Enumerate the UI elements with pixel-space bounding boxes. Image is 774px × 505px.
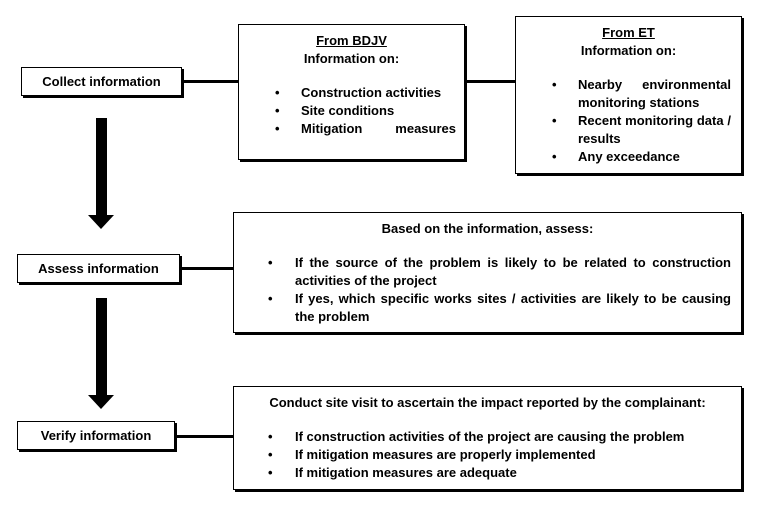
bullet-icon: •: [552, 149, 557, 164]
assess-panel: Based on the information, assess: • If t…: [233, 212, 742, 333]
connector-verify-panel: [176, 435, 233, 438]
verify-information-label: Verify information: [40, 428, 152, 443]
list-item: • Site conditions: [275, 103, 395, 118]
list-item: • Nearby environmental monitoring statio…: [552, 77, 731, 110]
down-arrow-2-head: [88, 395, 114, 409]
bullet-icon: •: [268, 429, 273, 444]
verify-panel: Conduct site visit to ascertain the impa…: [233, 386, 742, 490]
down-arrow-2-shaft: [96, 298, 107, 396]
bdjv-panel: From BDJV Information on: • Construction…: [238, 24, 465, 160]
list-item: • Mitigation measures: [275, 121, 456, 136]
collect-information-box: Collect information: [21, 67, 182, 96]
bdjv-subtitle: Information on:: [303, 51, 400, 66]
bullet-icon: •: [275, 85, 280, 100]
list-item: • If mitigation measures are adequate: [268, 465, 517, 480]
bullet-icon: •: [552, 77, 557, 92]
bullet-icon: •: [552, 113, 557, 128]
verify-information-box: Verify information: [17, 421, 175, 450]
verify-list: • If construction activities of the proj…: [268, 428, 731, 482]
list-item: • If the source of the problem is likely…: [268, 255, 731, 288]
bdjv-list: • Construction activities • Site conditi…: [275, 84, 456, 138]
down-arrow-1-shaft: [96, 118, 107, 216]
bullet-icon: •: [275, 103, 280, 118]
list-item: • If yes, which specific works sites / a…: [268, 291, 731, 324]
assess-heading: Based on the information, assess:: [381, 221, 594, 236]
list-item: • If mitigation measures are properly im…: [268, 447, 596, 462]
bullet-icon: •: [268, 291, 273, 306]
list-item: • If construction activities of the proj…: [268, 429, 685, 444]
et-list: • Nearby environmental monitoring statio…: [552, 76, 731, 166]
assess-information-box: Assess information: [17, 254, 180, 283]
list-item: • Any exceedance: [552, 149, 680, 164]
connector-bdjv-et: [465, 80, 515, 83]
connector-assess-panel: [181, 267, 233, 270]
et-source-title: From ET: [602, 25, 655, 40]
assess-information-label: Assess information: [38, 261, 159, 276]
bullet-icon: •: [268, 465, 273, 480]
collect-information-label: Collect information: [42, 74, 161, 89]
bullet-icon: •: [268, 255, 273, 270]
bdjv-source-title: From BDJV: [316, 33, 387, 48]
list-item: • Construction activities: [275, 85, 442, 100]
bullet-icon: •: [275, 121, 280, 136]
assess-list: • If the source of the problem is likely…: [268, 254, 731, 326]
et-subtitle: Information on:: [580, 43, 677, 58]
connector-collect-bdjv: [183, 80, 238, 83]
down-arrow-1-head: [88, 215, 114, 229]
bullet-icon: •: [268, 447, 273, 462]
list-item: • Recent monitoring data / results: [552, 113, 731, 146]
et-panel: From ET Information on: • Nearby environ…: [515, 16, 742, 174]
verify-heading: Conduct site visit to ascertain the impa…: [269, 395, 706, 410]
